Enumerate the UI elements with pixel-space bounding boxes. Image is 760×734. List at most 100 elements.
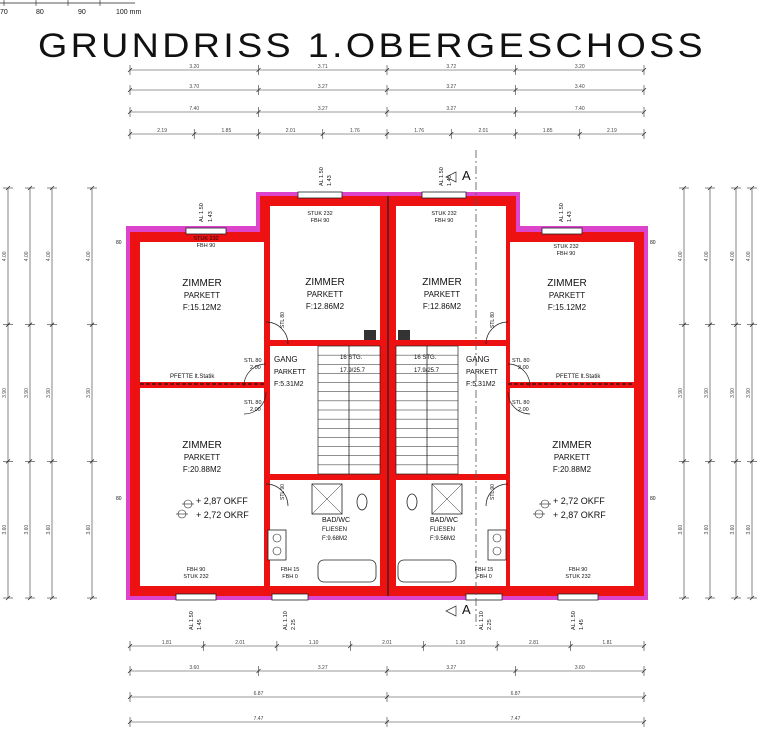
window-bottom-bath-left-fbh: FBH 15 xyxy=(281,567,300,573)
dim-right-2-value: 4.00 xyxy=(704,251,710,261)
washer-right xyxy=(487,529,507,561)
right-door-label-b: STL 90 xyxy=(490,484,496,500)
dim-top-2-value: 3.70 xyxy=(189,84,199,90)
dim-bottom-1-value: 2.01 xyxy=(382,640,392,646)
dim-right-2: 4.00 3.90 3.60 xyxy=(704,185,715,601)
floor-left-zimmer-top-inner xyxy=(270,206,380,340)
window-top-left-stuk: STUK 232 xyxy=(193,236,218,242)
window-top-mid-left-fbh: FBH 90 xyxy=(311,218,330,224)
scale-label-100: 100 mm xyxy=(116,9,141,16)
window-top-mid-right-h: 1.45 xyxy=(447,175,453,186)
window-top-mid-left xyxy=(297,191,343,199)
door-swings xyxy=(243,321,531,507)
window-top-right-al: AL 1.50 xyxy=(559,203,565,222)
door-left-zimmer-top-outer xyxy=(243,363,267,387)
dim-right-4-value: 3.90 xyxy=(746,388,752,398)
door-right-bad xyxy=(485,483,509,507)
left-zimmer-top-outer-area: F:15.12M2 xyxy=(183,303,222,312)
window-top-right-h: 1.43 xyxy=(567,211,573,222)
window-top-left-h: 1.43 xyxy=(208,211,214,222)
scale-label-90: 90 xyxy=(78,9,86,16)
floor-right-zimmer-bottom xyxy=(510,388,634,586)
right-zimmer-top-outer-floor: PARKETT xyxy=(549,291,585,300)
right-zimmer-bottom-name: ZIMMER xyxy=(552,440,591,451)
left-stl-upper-a: STL 80 xyxy=(244,358,262,364)
right-door-label-a: STL 80 xyxy=(490,312,496,328)
left-level-okff: + 2,87 OKFF xyxy=(196,496,248,506)
right-gang-area: F:5.31M2 xyxy=(466,381,496,388)
staircases xyxy=(317,345,459,475)
floor-right-zimmer-top-inner xyxy=(396,206,506,340)
floor-left-zimmer-top-outer xyxy=(140,242,264,382)
toilet-right xyxy=(406,493,418,511)
right-stl-lower-a: STL 80 xyxy=(512,400,530,406)
left-bad-name: BAD/WC xyxy=(322,517,350,524)
door-left-zimmer-top-inner xyxy=(265,321,289,345)
dim-right-1-value: 3.60 xyxy=(678,525,684,535)
window-bottom-left-fbh: FBH 90 xyxy=(187,567,206,573)
window-bottom-bath-left-al: AL 1.10 xyxy=(283,611,289,630)
door-right-zimmer-bottom xyxy=(507,391,531,415)
dim-left-3-value: 3.90 xyxy=(46,388,52,398)
window-bottom-left-h: 1.45 xyxy=(197,619,203,630)
dim-right-1-value: 4.00 xyxy=(678,251,684,261)
dim-bottom-2-value: 3.27 xyxy=(318,665,328,671)
dim-bottom-3-value: 6.87 xyxy=(511,691,521,697)
dim-top-1-value: 3.20 xyxy=(575,64,585,70)
dim-bottom-4: 7.47 7.47 xyxy=(127,716,647,727)
window-top-mid-right xyxy=(421,191,467,199)
window-top-mid-right-stuk: STUK 232 xyxy=(431,211,456,217)
dim-bottom-2-value: 3.60 xyxy=(575,665,585,671)
right-gang-floor: PARKETT xyxy=(466,369,498,376)
dim-right-3-value: 4.00 xyxy=(730,251,736,261)
right-level-okff: + 2,72 OKFF xyxy=(553,496,605,506)
left-stl-lower-a: STL 80 xyxy=(244,400,262,406)
dim-bottom-1-value: 2.01 xyxy=(235,640,245,646)
window-top-left-al: AL 1.50 xyxy=(199,203,205,222)
left-stairs-count: 16 STG. xyxy=(340,355,363,361)
dim-bottom-4-value: 7.47 xyxy=(254,716,264,722)
left-door-label-b: STL 90 xyxy=(280,484,286,500)
room-labels: ZIMMER PARKETT F:15.12M2 ZIMMER PARKETT … xyxy=(116,167,656,630)
window-bottom-left xyxy=(175,593,217,601)
left-zimmer-top-outer-name: ZIMMER xyxy=(182,278,221,289)
window-top-mid-left-al: AL 1.50 xyxy=(319,167,325,186)
right-zimmer-bottom-floor: PARKETT xyxy=(554,453,590,462)
left-stl-upper-b: 2.00 xyxy=(250,365,261,371)
window-bottom-left-stuk: STUK 232 xyxy=(183,574,208,580)
window-bottom-right-stuk: STUK 232 xyxy=(565,574,590,580)
window-bottom-bath-left xyxy=(271,593,309,601)
right-zimmer-top-inner-area: F:12.86M2 xyxy=(423,302,462,311)
window-top-right-stuk: STUK 232 xyxy=(553,244,578,250)
dim-right-2-value: 3.90 xyxy=(704,388,710,398)
scale-label-80: 80 xyxy=(36,9,44,16)
staircase-left xyxy=(317,345,381,475)
dim-bottom-1-value: 1.81 xyxy=(162,640,172,646)
left-stl-lower-b: 2.00 xyxy=(250,407,261,413)
dim-right-1-value: 3.90 xyxy=(678,388,684,398)
toilet-left xyxy=(356,493,368,511)
dim-top-4-value: 2.01 xyxy=(479,128,489,134)
dim-top-4-value: 1.76 xyxy=(350,128,360,134)
section-line: A A xyxy=(445,150,477,626)
dim-right-2-value: 3.60 xyxy=(704,525,710,535)
dim-top-3-value: 3.27 xyxy=(318,106,328,112)
left-level-okrf: + 2,72 OKRF xyxy=(196,510,249,520)
chimney-right xyxy=(398,330,410,340)
section-marker-bottom: A xyxy=(462,602,471,617)
window-top-mid-right-fbh: FBH 90 xyxy=(435,218,454,224)
right-zimmer-top-inner-name: ZIMMER xyxy=(422,277,461,288)
dim-top-4-value: 2.01 xyxy=(286,128,296,134)
right-stl-upper-b: 2.00 xyxy=(518,365,529,371)
left-zimmer-bottom-name: ZIMMER xyxy=(182,440,221,451)
dim-bottom-4-value: 7.47 xyxy=(511,716,521,722)
scale-bar: 70 80 90 100 mm xyxy=(0,0,141,16)
dim-top-1-value: 3.20 xyxy=(189,64,199,70)
washer-left xyxy=(267,529,287,561)
dim-left-1: 4.003.903.60 xyxy=(2,185,13,601)
